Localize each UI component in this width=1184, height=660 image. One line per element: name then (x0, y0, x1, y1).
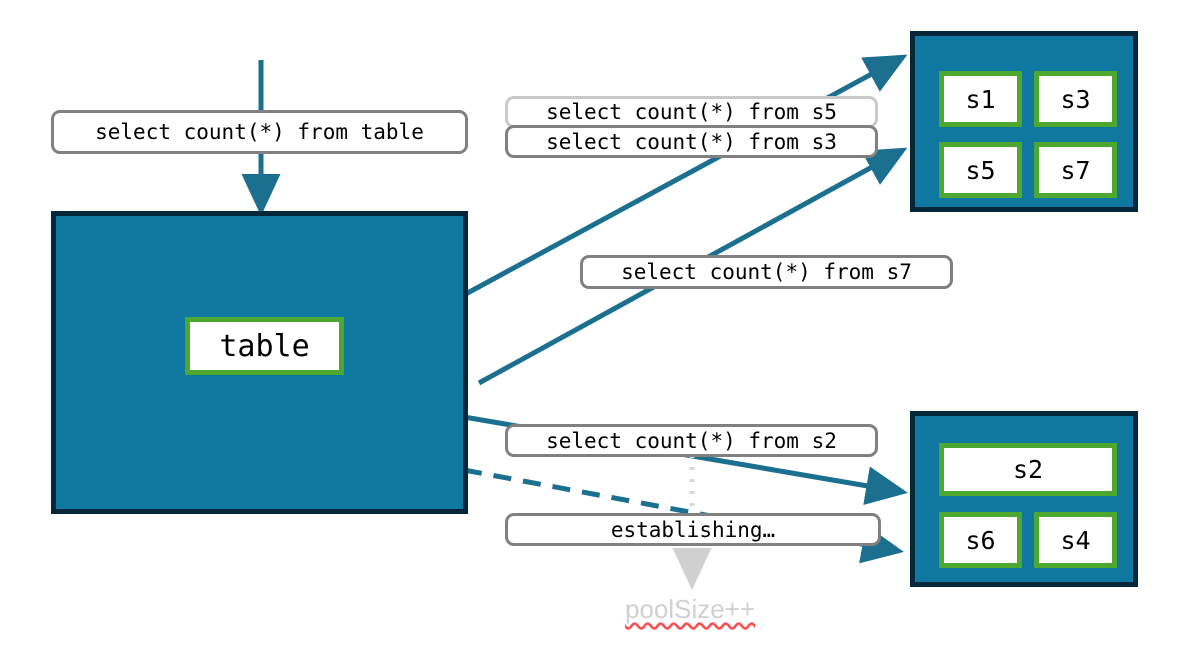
query-label-s5: select count(*) from s5 (505, 96, 878, 128)
entry-query-text: select count(*) from table (95, 120, 424, 144)
query-label-s7: select count(*) from s7 (580, 255, 953, 289)
shard-node-s7-label: s7 (1060, 155, 1091, 185)
shard-node-s2-label: s2 (1012, 455, 1044, 484)
query-label-s2-text: select count(*) from s2 (546, 428, 837, 453)
query-label-s7-text: select count(*) from s7 (621, 260, 912, 284)
table-node-label: table (219, 328, 310, 364)
shard-node-s2[interactable]: s2 (939, 443, 1117, 496)
shard-node-s5[interactable]: s5 (939, 142, 1022, 198)
shard-node-s6-label: s6 (965, 525, 996, 555)
shard-node-s7[interactable]: s7 (1034, 142, 1117, 198)
status-establishing-text: establishing… (610, 517, 776, 542)
entry-query-label: select count(*) from table (51, 110, 468, 154)
query-label-s5-text: select count(*) from s5 (546, 100, 837, 124)
shard-node-s1-label: s1 (965, 84, 996, 114)
status-establishing-label: establishing… (505, 513, 881, 546)
query-label-s3-text: select count(*) from s3 (546, 129, 837, 154)
top-shard-group-panel: s1 s3 s5 s7 (910, 31, 1138, 212)
shard-node-s4[interactable]: s4 (1034, 512, 1117, 568)
source-table-panel: table (51, 211, 468, 514)
shard-node-s3-label: s3 (1060, 84, 1091, 114)
shard-node-s3[interactable]: s3 (1034, 71, 1117, 127)
table-node[interactable]: table (185, 317, 344, 375)
shard-node-s4-label: s4 (1060, 525, 1091, 555)
pool-size-counter: poolSize++ (625, 594, 755, 625)
query-label-s3: select count(*) from s3 (505, 125, 878, 158)
shard-node-s1[interactable]: s1 (939, 71, 1022, 127)
shard-node-s6[interactable]: s6 (939, 512, 1022, 568)
pool-size-counter-text: poolSize++ (625, 594, 756, 624)
bottom-shard-group-panel: s2 s6 s4 (910, 411, 1138, 587)
query-label-s2: select count(*) from s2 (505, 424, 878, 457)
shard-node-s5-label: s5 (965, 155, 996, 185)
